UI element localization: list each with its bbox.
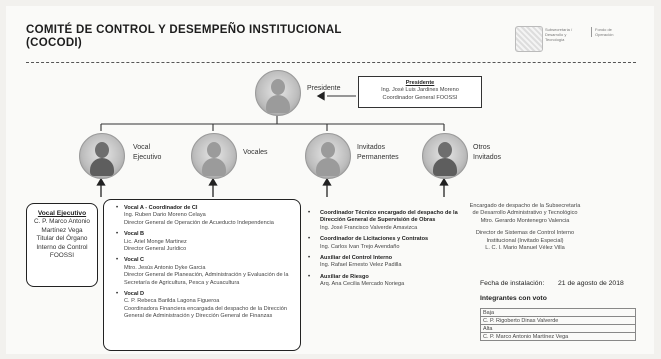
logo-text-left: Subsecretaría / Desarrollo y Tecnología — [545, 27, 573, 42]
vocales-box: • Vocal A - Coordinador de CI Ing. Ruben… — [103, 199, 301, 351]
vocal-ejecutivo-line-5: FOOSSI — [49, 252, 75, 260]
vocal-ejecutivo-line-2: Martínez Vega — [41, 226, 83, 234]
table-row: C. P. Marco Antonio Martínez Vega — [480, 332, 636, 341]
invitados-permanentes-list: • Coordinador Técnico encargado del desp… — [308, 210, 458, 293]
president-name: Ing. José Luis Jardines Moreno — [381, 87, 459, 94]
invitado-name: Ing. Carlos Ivan Trejo Avendaño — [320, 243, 400, 250]
vocal-item: • Vocal B Lic. Ariel Monge Martinez Dire… — [112, 231, 294, 253]
otros-invitados-text: Encargado de despacho de la Subsecretarí… — [450, 203, 600, 252]
otros-line-5: Director de Sistemas de Control Interno — [475, 230, 575, 237]
table-cell: C. P. Marco Antonio Martínez Vega — [480, 332, 636, 341]
invitado-item: • Auxiliar de Riesgo Arq. Ana Cecilia Me… — [308, 274, 458, 289]
vocal-role: Director General de Operación de Acueduc… — [124, 219, 274, 226]
title-line-2: (COCODI) — [26, 37, 83, 49]
table-cell: Baja — [480, 308, 636, 317]
otros-invitados-avatar — [422, 133, 468, 179]
vocal-ejecutivo-box: Vocal Ejecutivo C. P. Marco Antonio Mart… — [26, 203, 98, 287]
vocal-name: Mtro. Jesús Antonio Dyke Garcia — [124, 264, 206, 271]
page-title: COMITÉ DE CONTROL Y DESEMPEÑO INSTITUCIO… — [26, 24, 342, 50]
president-box-title: Presidente — [405, 80, 435, 86]
invitado-title: Auxiliar de Riesgo — [320, 273, 369, 280]
table-cell: C. P. Rigoberto Dinas Valverde — [480, 316, 636, 325]
integrantes-label: Integrantes con voto — [480, 295, 547, 302]
president-box: Presidente Ing. José Luis Jardines Moren… — [358, 76, 482, 108]
logo-text-right: Fondo de Operación — [591, 27, 631, 37]
group-label-vocales: Vocales — [243, 149, 268, 156]
table-row: C. P. Rigoberto Dinas Valverde — [480, 316, 636, 325]
vocal-name: C. P. Rebeca Barilda Lagona Figueroa — [124, 298, 220, 305]
invitado-item: • Coordinador de Licitaciones y Contrato… — [308, 236, 458, 251]
vocal-title: Vocal C — [124, 257, 145, 264]
otros-line-1: Encargado de despacho de la Subsecretarí… — [469, 203, 581, 209]
integrantes-table: Baja C. P. Rigoberto Dinas Valverde Alta… — [480, 308, 636, 341]
vocal-ejecutivo-line-4: Interno de Control — [36, 243, 88, 251]
installation-date: 21 de agosto de 2018 — [558, 280, 624, 287]
vocal-item: • Vocal A - Coordinador de CI Ing. Ruben… — [112, 205, 294, 227]
table-row: Baja — [480, 308, 636, 317]
invitado-title: Coordinador de Licitaciones y Contratos — [320, 236, 429, 243]
logo-seal-icon — [515, 26, 543, 52]
invitado-name: Ing. José Francisco Valverde Amavizca — [320, 224, 418, 231]
vocal-title: Vocal D — [124, 291, 145, 298]
header-divider — [26, 62, 636, 63]
vocales-avatar — [191, 133, 237, 179]
otros-line-3: Mtro. Gerardo Montenegro Valencia — [480, 217, 570, 224]
invitado-item: • Coordinador Técnico encargado del desp… — [308, 210, 458, 231]
vocal-item: • Vocal D C. P. Rebeca Barilda Lagona Fi… — [112, 291, 294, 321]
otros-line-6: Institucional (Invitado Especial) — [486, 237, 564, 244]
invitado-title: Coordinador Técnico encargado del despac… — [320, 210, 458, 224]
invitado-title: Auxiliar del Control Interno — [320, 255, 393, 262]
president-label: Presidente — [307, 85, 341, 92]
invitado-name: Ing. Rafael Ernesto Velez Padilla — [320, 262, 402, 269]
vocal-title: Vocal B — [124, 231, 145, 238]
invitado-name: Arq. Ana Cecilia Mercado Noriega — [320, 281, 405, 288]
vocal-ejecutivo-line-1: C. P. Marco Antonio — [33, 218, 90, 225]
vocal-item: • Vocal C Mtro. Jesús Antonio Dyke Garci… — [112, 257, 294, 287]
table-row: Alta — [480, 324, 636, 333]
vocal-ejecutivo-avatar — [79, 133, 125, 179]
invitado-item: • Auxiliar del Control Interno Ing. Rafa… — [308, 255, 458, 270]
otros-line-2: de Desarrollo Administrativo y Tecnológi… — [472, 210, 578, 217]
vocal-ejecutivo-title: Vocal Ejecutivo — [37, 210, 87, 217]
installation-label: Fecha de instalación: — [480, 280, 545, 287]
vocal-role: Director General de Planeación, Administ… — [124, 272, 289, 286]
invitados-permanentes-avatar — [305, 133, 351, 179]
otros-line-7: L. C. I. Mario Manuel Vélez Villa — [485, 245, 565, 252]
vocal-name: Ing. Ruben Dario Moreno Celaya — [124, 212, 206, 219]
president-role: Coordinador General FOOSSI — [382, 94, 458, 101]
vocal-role: Coordinadora Financiera encargada del de… — [124, 305, 287, 320]
vocal-title: Vocal A - Coordinador de CI — [124, 205, 198, 211]
vocal-name: Lic. Ariel Monge Martinez — [124, 238, 187, 245]
table-cell: Alta — [480, 324, 636, 333]
institution-logo: Subsecretaría / Desarrollo y Tecnología … — [515, 24, 635, 54]
president-avatar — [255, 70, 301, 116]
vocal-ejecutivo-line-3: Titular del Órgano — [36, 235, 88, 243]
installation-date-row: Fecha de instalación: 21 de agosto de 20… — [480, 280, 624, 287]
title-line-1: COMITÉ DE CONTROL Y DESEMPEÑO INSTITUCIO… — [26, 24, 342, 36]
vocal-role: Director General Jurídico — [124, 246, 187, 253]
